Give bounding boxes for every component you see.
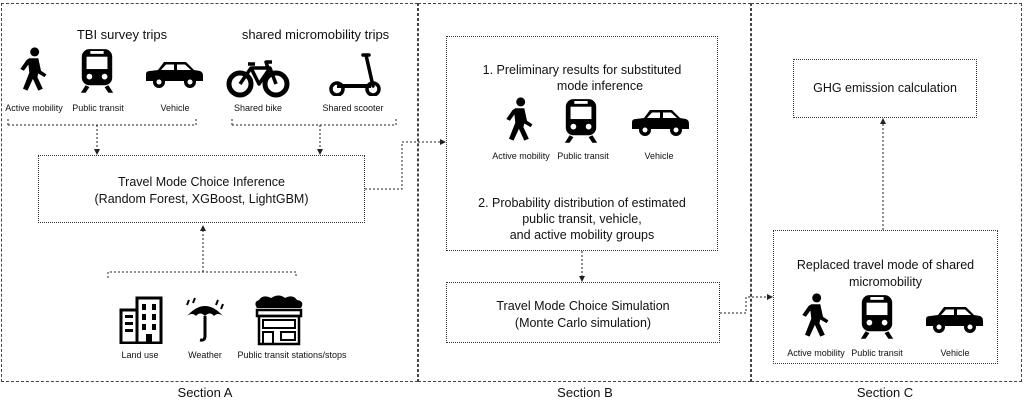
input-connectors [7,119,397,155]
simulation-method: (Monte Carlo simulation) [514,316,652,330]
section-b-label: Section B [557,385,613,400]
walking-person-icon [796,292,832,338]
active-mobility-label: Active mobility [787,348,845,358]
tbi-survey-heading: TBI survey trips [76,27,168,42]
replaced-line-2: micromobility [849,275,922,289]
micromobility-heading: shared micromobility trips [241,27,390,42]
mode-choice-inference-box [38,155,365,223]
prob-line-1: 2. Probability distribution of estimated [478,196,686,210]
section-a-frame [1,3,418,382]
transit-stations-label: Public transit stations/stops [237,350,347,360]
shared-scooter-label: Shared scooter [322,103,384,113]
section-c-label: Section C [856,385,914,400]
section-a-label: Section A [177,385,233,400]
weather-label: Weather [188,350,222,360]
section-c-frame [751,3,1022,382]
prelim-line-2: mode inference [556,79,644,93]
vehicle-label: Vehicle [160,103,190,113]
ghg-box [793,59,977,118]
simulation-title: Travel Mode Choice Simulation [496,299,670,313]
vehicle-label: Vehicle [644,151,674,161]
inference-models: (Random Forest, XGBoost, LightGBM) [94,192,309,206]
shared-bike-label: Shared bike [233,103,283,113]
public-transit-label: Public transit [72,103,124,113]
active-mobility-label: Active mobility [492,151,550,161]
car-icon [924,305,984,335]
walking-person-icon [500,96,536,142]
preliminary-results-box [446,36,718,251]
replaced-mode-box [773,230,998,364]
active-mobility-label: Active mobility [5,103,63,113]
car-icon [630,108,690,138]
inference-title: Travel Mode Choice Inference [118,175,285,189]
mode-choice-simulation-box [446,282,720,343]
train-icon [858,292,896,340]
public-transit-label: Public transit [851,348,903,358]
public-transit-label: Public transit [557,151,609,161]
prob-line-2: public transit, vehicle, [522,212,642,226]
land-use-label: Land use [121,350,159,360]
factors-connector [107,225,297,278]
prelim-line-1: 1. Preliminary results for substituted [482,63,682,77]
vehicle-label: Vehicle [940,348,970,358]
section-b-frame [418,3,751,382]
prob-line-3: and active mobility groups [509,228,655,242]
train-icon [562,96,600,144]
ghg-title: GHG emission calculation [813,81,957,95]
replaced-line-1: Replaced travel mode of shared [796,258,975,272]
